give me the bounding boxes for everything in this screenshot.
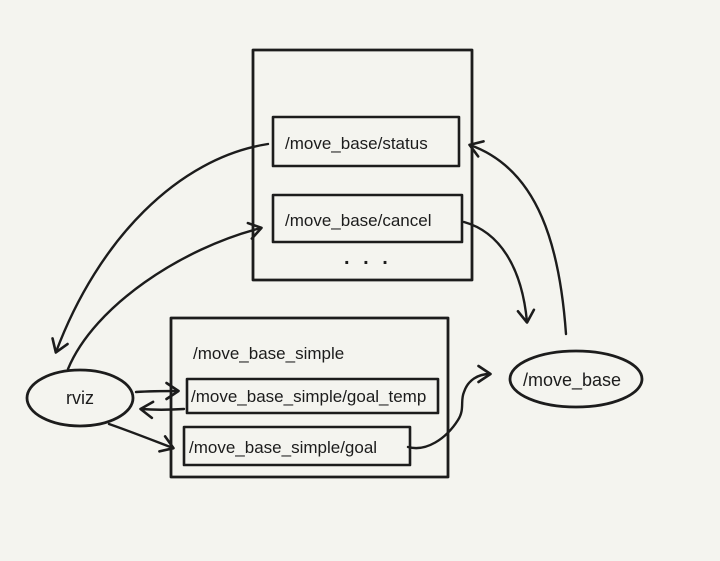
move-base-node-label: /move_base <box>523 370 621 391</box>
more-topics-ellipsis: . . . <box>344 247 392 269</box>
edge-rviz-to-goal <box>107 422 175 453</box>
goal-topic-box <box>182 425 412 467</box>
rviz-node-label: rviz <box>66 388 94 408</box>
edge-movebase-to-status <box>468 140 568 336</box>
goal-temp-topic-label: /move_base_simple/goal_temp <box>191 387 426 406</box>
edge-rviz-to-cancel <box>66 221 263 371</box>
goal-temp-topic-box <box>185 377 440 415</box>
cancel-topic-box <box>271 193 464 244</box>
goal-topic-label: /move_base_simple/goal <box>189 438 377 457</box>
cancel-topic-label: /move_base/cancel <box>285 211 431 230</box>
move-base-simple-label: /move_base_simple <box>193 344 344 363</box>
edge-rviz-to-goaltemp <box>134 381 180 401</box>
edge-cancel-to-movebase <box>462 220 536 324</box>
move-base-node-ellipse <box>508 349 644 409</box>
edge-status-to-rviz <box>51 142 270 354</box>
status-topic-label: /move_base/status <box>285 134 428 153</box>
move-base-simple-container <box>169 316 450 479</box>
move-base-topics-container <box>251 48 474 282</box>
edge-goal-to-movebase <box>406 364 492 450</box>
status-topic-box <box>271 115 461 168</box>
edge-goaltemp-to-rviz <box>139 400 186 420</box>
rviz-node-ellipse <box>25 368 135 428</box>
